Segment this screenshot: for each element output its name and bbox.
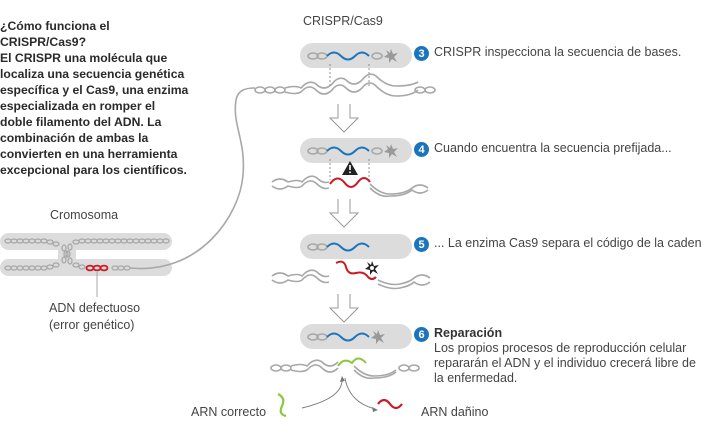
intro-line: doble filamento del ADN. La [0, 115, 162, 129]
defective-dna-label: ADN defectuoso [49, 301, 141, 315]
step-6-title: Reparación [434, 326, 503, 340]
step-6: 6 Reparación Los propios procesos de rep… [414, 326, 696, 386]
step6-illustration [270, 324, 420, 418]
step-3: 3 CRISPR inspecciona la secuencia de bas… [414, 45, 681, 61]
step-4-text: Cuando encuentra la secuencia prefijada.… [434, 141, 672, 155]
cas9-enzyme-icon [384, 144, 398, 158]
guide-rna [326, 332, 370, 342]
dna-double-strand [271, 175, 429, 198]
dna-double-strand [254, 73, 436, 97]
cas9-enzyme-icon [384, 49, 398, 63]
guide-rna [326, 242, 370, 252]
chromosome-beads-bottom [4, 262, 131, 271]
step-number-badge: 3 [414, 46, 429, 61]
step5-illustration [271, 234, 431, 290]
chromosome-label: Cromosoma [50, 208, 119, 222]
step-3-text: CRISPR inspecciona la secuencia de bases… [434, 45, 682, 59]
guide-rna [326, 146, 370, 156]
step-6-line: la enfermedad. [434, 371, 518, 385]
guide-rna [326, 51, 370, 61]
step-4: 4 Cuando encuentra la secuencia prefijad… [414, 141, 672, 157]
genetic-error-label: (error genético) [49, 318, 135, 332]
target-dna-sequence [329, 177, 371, 188]
step-5-text: ... La enzima Cas9 separa el código de l… [434, 236, 702, 250]
intro-line: específica y el Cas9, una enzima [0, 83, 189, 97]
step3-illustration [254, 43, 436, 97]
crispr-cas9-label: CRISPR/Cas9 [303, 14, 383, 28]
intro-line: especializada en romper el [0, 99, 156, 113]
down-arrow-icon [328, 104, 360, 133]
damaged-rna-label: ARN dañino [421, 405, 489, 419]
warning-icon [342, 161, 358, 175]
chromosome-arm-top [0, 233, 172, 250]
intro-line: excepcional para los científicos. [0, 163, 187, 177]
correct-rna-arrow [301, 377, 343, 409]
correct-rna-label: ARN correcto [191, 405, 267, 419]
dna-double-strand [270, 359, 420, 380]
chromosome-beads-top [4, 238, 170, 265]
defective-dna-marker [85, 264, 109, 272]
dna-double-strand [271, 269, 431, 290]
cas9-enzyme-icon [371, 330, 385, 344]
intro-line: ¿Cómo funciona el [0, 19, 110, 33]
damaged-rna-arrow [344, 377, 376, 410]
cas9-enzyme-icon [365, 261, 379, 275]
step-number-badge: 4 [414, 142, 429, 157]
step-6-line: repararán el ADN y el individuo crecerá … [434, 356, 696, 370]
step-6-line: Los propios procesos de reproducción cel… [434, 341, 687, 355]
intro-text: ¿Cómo funciona el CRISPR/Cas9? El CRISPR… [0, 18, 235, 178]
correct-rna-strand [277, 393, 287, 418]
step-number-badge: 5 [414, 237, 429, 252]
intro-line: El CRISPR una molécula que [0, 51, 168, 65]
damaged-rna-strand [377, 398, 403, 410]
centromere [58, 245, 76, 263]
down-arrow-icon [328, 294, 360, 323]
step4-illustration [271, 138, 429, 198]
step-5: 5 ... La enzima Cas9 separa el código de… [414, 236, 702, 252]
intro-line: convierten en una herramienta [0, 147, 178, 161]
intro-line: localiza una secuencia genética [0, 67, 185, 81]
chromosome [0, 233, 172, 297]
down-arrow-icon [328, 199, 360, 228]
step-number-badge: 6 [414, 327, 429, 342]
intro-line: CRISPR/Cas9? [0, 35, 87, 49]
dna-connector-strand [129, 87, 256, 270]
intro-line: combinación de ambas la [0, 131, 149, 145]
cut-dna-sequence [335, 260, 377, 280]
repaired-dna-sequence [337, 357, 367, 367]
